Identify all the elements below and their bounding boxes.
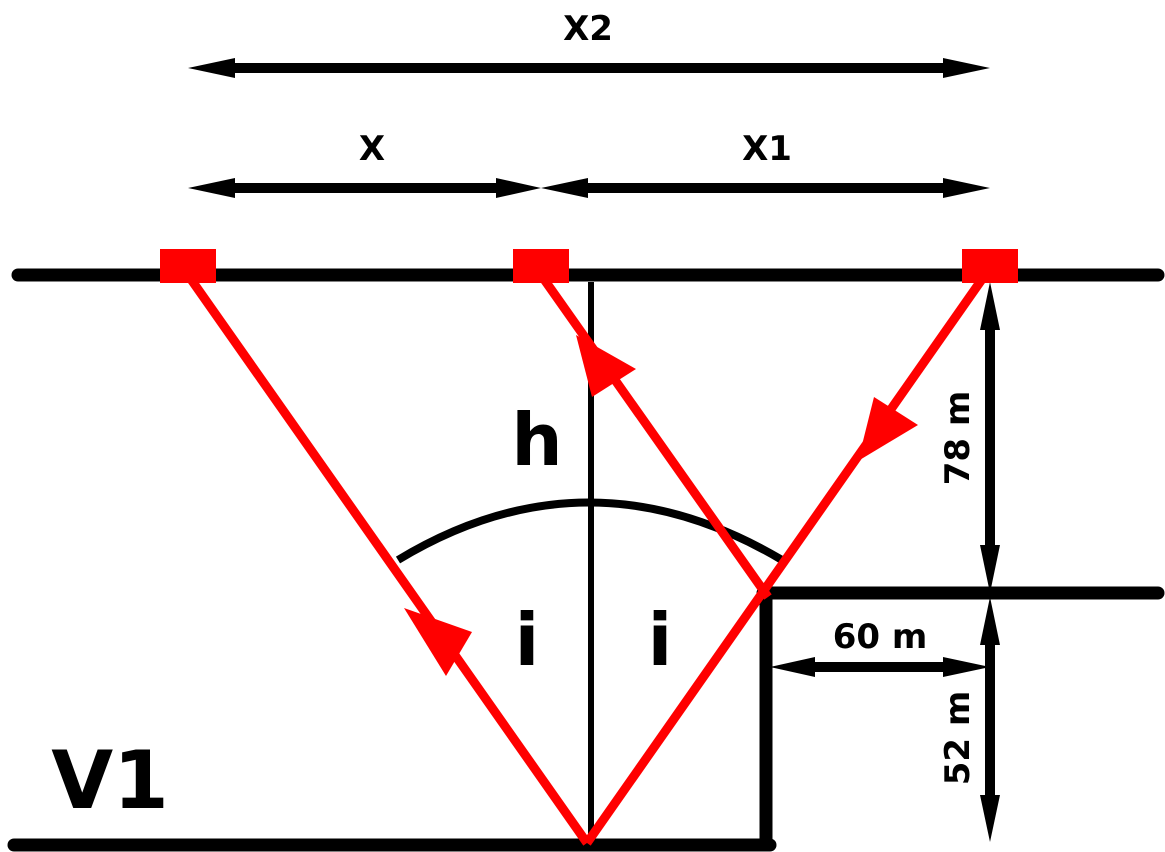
- label-x: X: [359, 129, 385, 169]
- ray-middle-upgoing: [537, 272, 772, 600]
- x1-dimension-arrow: [541, 178, 990, 198]
- offset-60m-dimension-arrow: [770, 657, 990, 677]
- depth-78m-dimension-arrow: [980, 282, 1000, 593]
- incidence-angle-arc: [395, 498, 785, 564]
- label-v1: V1: [51, 734, 169, 827]
- ray-downgoing: [583, 272, 989, 846]
- arrowhead-left-ray-icon: [404, 608, 472, 676]
- label-52m: 52 m: [938, 691, 978, 786]
- ray-left-upgoing: [184, 272, 591, 846]
- receiver-left-marker-icon: [160, 249, 216, 283]
- x-dimension-arrow: [188, 178, 541, 198]
- arrowhead-middle-ray-icon: [576, 335, 636, 397]
- arrowhead-right-ray-icon: [858, 397, 918, 461]
- label-x1: X1: [742, 129, 792, 169]
- label-x2: X2: [563, 9, 613, 49]
- source-right-marker-icon: [962, 249, 1018, 283]
- receiver-middle-marker-icon: [513, 249, 569, 283]
- label-78m: 78 m: [938, 391, 978, 486]
- depth-52m-dimension-arrow: [980, 597, 1000, 842]
- x2-dimension-arrow: [188, 58, 990, 78]
- label-angle-i-left: i: [515, 598, 540, 682]
- label-h: h: [511, 398, 562, 482]
- label-60m: 60 m: [833, 617, 928, 657]
- label-angle-i-right: i: [648, 598, 673, 682]
- ray-paths: [184, 272, 989, 846]
